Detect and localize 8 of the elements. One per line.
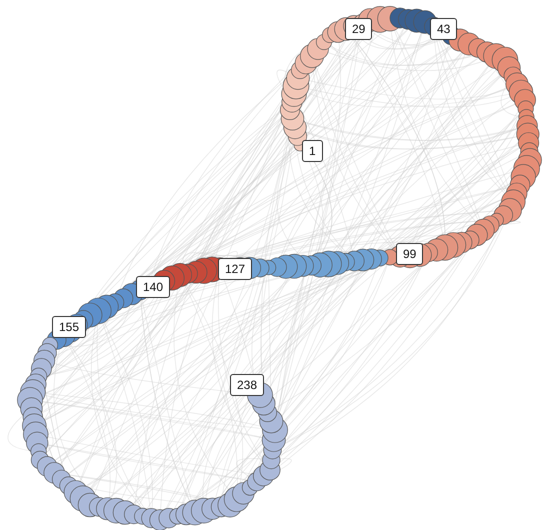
node-label: 43	[430, 18, 458, 40]
node-label: 238	[230, 374, 264, 396]
node-label: 127	[218, 258, 252, 280]
node-label: 1	[302, 140, 323, 162]
node-label: 99	[396, 243, 424, 265]
node-label: 155	[52, 316, 86, 338]
node-label: 140	[136, 276, 170, 298]
node-label: 29	[345, 18, 372, 40]
